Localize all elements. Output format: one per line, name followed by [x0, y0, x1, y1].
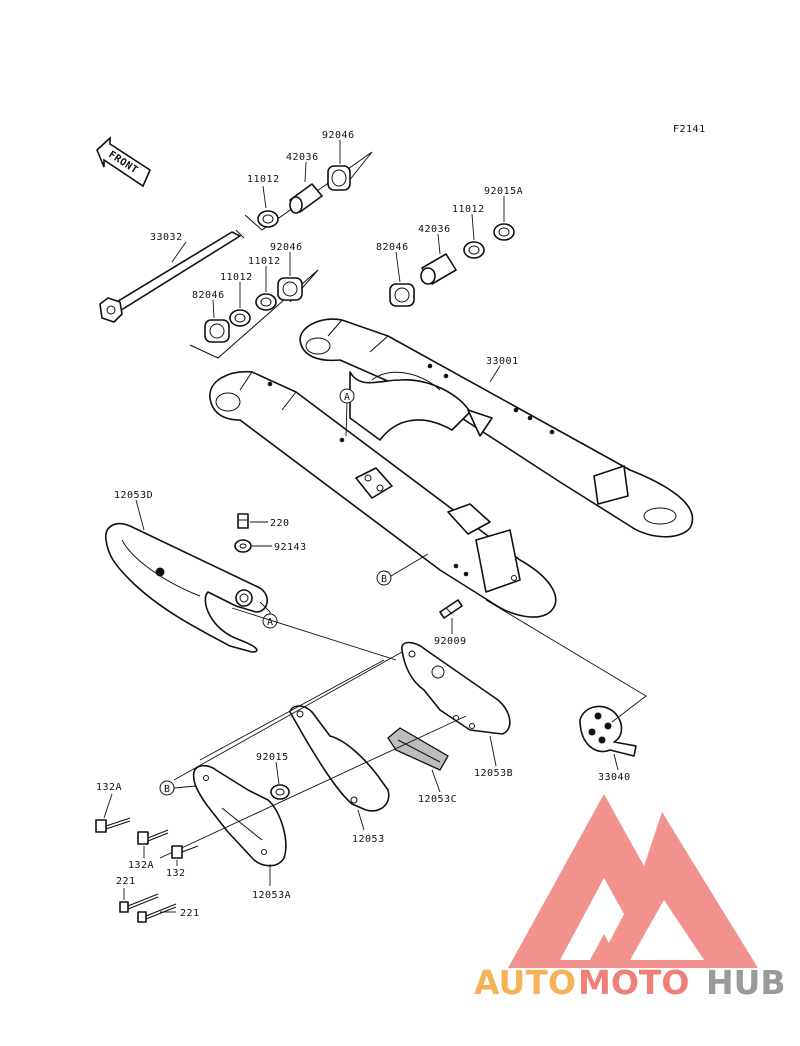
- svg-text:A: A: [344, 392, 351, 403]
- sleeve-42036-right: [420, 253, 457, 285]
- ref-mark-b-guard: B: [159, 780, 197, 796]
- label-92009: 92009: [434, 636, 467, 647]
- label-132: 132: [166, 868, 186, 879]
- label-12053A: 12053A: [252, 890, 291, 901]
- label-92046-left: 92046: [270, 242, 303, 253]
- bolt-132A-1: [95, 817, 131, 833]
- collar-11012-left: [229, 309, 251, 327]
- label-11012-top: 11012: [247, 174, 280, 185]
- bearing-82046-left: [204, 319, 230, 343]
- ref-mark-a-swingarm: A: [339, 388, 355, 437]
- label-11012-mid: 11012: [248, 256, 281, 267]
- watermark-logo: [508, 794, 758, 968]
- slider-12053C: [387, 727, 449, 771]
- chain-guide-12053D: [105, 522, 268, 653]
- chain-guide-12053B: [401, 641, 511, 735]
- guard-12053A: [192, 764, 287, 867]
- svg-text:MOTO: MOTO: [578, 963, 689, 1002]
- ref-mark-b-swingarm: B: [376, 553, 429, 586]
- label-42036-top: 42036: [286, 152, 319, 163]
- svg-text:HUB: HUB: [706, 963, 786, 1002]
- bearing-92046-left: [277, 277, 303, 301]
- sleeve-42036-top: [289, 183, 323, 214]
- label-11012-right: 11012: [452, 204, 485, 215]
- swingarm: [209, 318, 694, 618]
- ref-mark-a-guide: A: [259, 601, 278, 629]
- bolt-221-2: [137, 903, 177, 923]
- label-220: 220: [270, 518, 290, 529]
- label-11012-left: 11012: [220, 272, 253, 283]
- label-33032: 33032: [150, 232, 183, 243]
- bolt-132A-2: [137, 829, 169, 845]
- label-12053C: 12053C: [418, 794, 457, 805]
- label-92015: 92015: [256, 752, 289, 763]
- label-42036-right: 42036: [418, 224, 451, 235]
- svg-text:B: B: [164, 784, 171, 795]
- label-221-1: 221: [116, 876, 136, 887]
- collar-11012-mid: [255, 293, 277, 311]
- label-82046-left: 82046: [192, 290, 225, 301]
- cap-92015A: [493, 223, 515, 241]
- label-132A-1: 132A: [96, 782, 122, 793]
- svg-text:B: B: [381, 574, 388, 585]
- watermark-text: AUTO MOTO HUB: [474, 963, 786, 1002]
- bearing-92046-top: [327, 165, 351, 191]
- label-33001: 33001: [486, 356, 519, 367]
- bolt-221-1: [119, 893, 159, 913]
- figure-code: F2141: [673, 124, 706, 135]
- svg-text:AUTO: AUTO: [474, 963, 576, 1002]
- label-92015A: 92015A: [484, 186, 523, 197]
- collar-11012-top: [257, 210, 279, 228]
- label-92046-top: 92046: [322, 130, 355, 141]
- bolt-220: [237, 513, 249, 529]
- nut-92015: [270, 784, 290, 800]
- svg-text:A: A: [267, 617, 274, 628]
- front-arrow-icon: FRONT: [96, 136, 152, 188]
- bearing-82046-right: [389, 283, 415, 307]
- washer-92143: [234, 539, 252, 553]
- label-132A-2: 132A: [128, 860, 154, 871]
- label-92143: 92143: [274, 542, 307, 553]
- label-221-2: 221: [180, 908, 200, 919]
- bolt-132: [171, 845, 199, 859]
- pivot-shaft: [99, 229, 245, 323]
- bolt-92009: [439, 599, 463, 619]
- label-82046-right: 82046: [376, 242, 409, 253]
- collar-11012-right: [463, 241, 485, 259]
- label-33040: 33040: [598, 772, 631, 783]
- label-12053: 12053: [352, 834, 385, 845]
- label-12053D: 12053D: [114, 490, 153, 501]
- label-12053B: 12053B: [474, 768, 513, 779]
- adjuster-33040: [579, 705, 637, 757]
- chain-guide-12053: [289, 705, 390, 812]
